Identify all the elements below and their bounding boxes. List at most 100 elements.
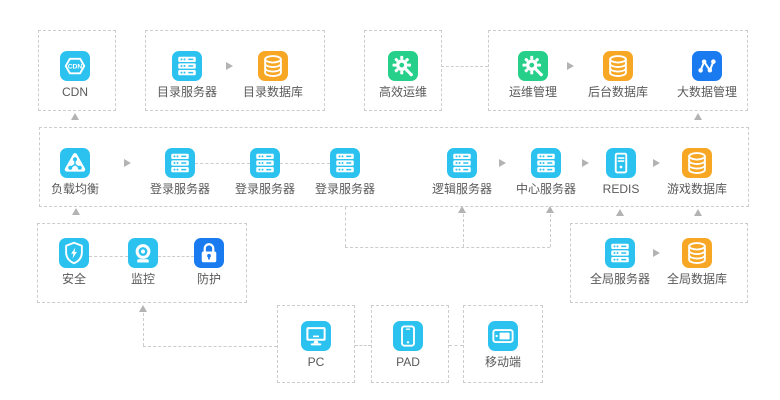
node-label: 运维管理 [508, 85, 557, 99]
connector-pad-mobile [449, 345, 463, 346]
arrow-right-icon [499, 159, 506, 167]
node-label: 高效运维 [378, 85, 427, 99]
node-load-balancer[interactable]: 负载均衡 [30, 148, 120, 196]
arrow-right-icon [653, 159, 660, 167]
node-label: 负载均衡 [50, 182, 99, 196]
node-label: 全局数据库 [666, 272, 727, 286]
gear-wrench-icon [518, 51, 548, 81]
node-directory-db[interactable]: 目录数据库 [228, 51, 318, 99]
arrow-right-icon [567, 62, 574, 70]
node-pad[interactable]: PAD [363, 321, 453, 369]
node-security[interactable]: 安全 [29, 238, 119, 286]
node-monitor[interactable]: 监控 [98, 238, 188, 286]
group-pc [277, 305, 355, 383]
tablet-icon [393, 321, 423, 351]
connector-ops-mgmt [441, 66, 488, 67]
arrow-up-icon [693, 209, 702, 216]
monitor-icon [301, 321, 331, 351]
group-mobile [463, 305, 543, 383]
mobile-icon [488, 321, 518, 351]
arrow-up-icon [457, 206, 466, 213]
node-label: CDN [62, 85, 88, 99]
group-directory [145, 30, 325, 111]
svg-text:CDN: CDN [68, 64, 83, 71]
node-directory-server[interactable]: 目录服务器 [142, 51, 232, 99]
group-server-band [39, 127, 749, 207]
connector-pc-pad [355, 345, 371, 346]
group-security [37, 223, 247, 303]
node-label: 目录服务器 [156, 85, 217, 99]
node-label: 游戏数据库 [666, 182, 727, 196]
load-balancer-icon [60, 148, 90, 178]
connector-login1-login2 [195, 163, 250, 164]
shield-bolt-icon [59, 238, 89, 268]
node-label: 登录服务器 [149, 182, 210, 196]
connector-login2-login3 [280, 163, 330, 164]
node-login-server-1[interactable]: 登录服务器 [135, 148, 225, 196]
node-backend-db[interactable]: 后台数据库 [573, 51, 663, 99]
connector-band-down [345, 207, 346, 247]
arrow-up-icon [615, 209, 624, 216]
connector-up-logic [463, 214, 464, 247]
node-label: 移动端 [484, 355, 521, 369]
gear-wrench-icon [388, 51, 418, 81]
node-login-server-2[interactable]: 登录服务器 [220, 148, 310, 196]
node-game-db[interactable]: 游戏数据库 [652, 148, 742, 196]
database-icon [258, 51, 288, 81]
arrow-up-icon [71, 208, 80, 215]
server-icon [172, 51, 202, 81]
node-bigdata[interactable]: 大数据管理 [662, 51, 752, 99]
database-icon [682, 238, 712, 268]
node-cdn[interactable]: CDN CDN [30, 51, 120, 99]
connector-up-monitor [143, 313, 144, 346]
node-graph-icon [692, 51, 722, 81]
node-label: 监控 [130, 272, 155, 286]
node-protect[interactable]: 防护 [164, 238, 254, 286]
node-label: 大数据管理 [676, 85, 737, 99]
tower-server-icon [606, 148, 636, 178]
node-label: 中心服务器 [515, 182, 576, 196]
lock-icon [194, 238, 224, 268]
connector-security-monitor [89, 256, 128, 257]
group-global [570, 223, 748, 303]
server-icon [165, 148, 195, 178]
database-icon [682, 148, 712, 178]
database-icon [603, 51, 633, 81]
connector-up-center [550, 214, 551, 247]
connector-u-path [345, 247, 550, 248]
node-login-server-3[interactable]: 登录服务器 [300, 148, 390, 196]
server-icon [447, 148, 477, 178]
node-pc[interactable]: PC [271, 321, 361, 369]
node-center-server[interactable]: 中心服务器 [501, 148, 591, 196]
node-mobile[interactable]: 移动端 [458, 321, 548, 369]
node-label: 后台数据库 [587, 85, 648, 99]
node-global-server[interactable]: 全局服务器 [575, 238, 665, 286]
arrow-up-icon [693, 113, 702, 120]
server-icon [531, 148, 561, 178]
arrow-right-icon [124, 159, 131, 167]
node-ops[interactable]: 高效运维 [358, 51, 448, 99]
arrow-right-icon [226, 62, 233, 70]
node-label: 安全 [61, 272, 86, 286]
node-label: 目录数据库 [242, 85, 303, 99]
cdn-icon: CDN [60, 51, 90, 81]
arrow-up-icon [138, 305, 147, 312]
connector-monitor-protect [158, 256, 194, 257]
node-global-db[interactable]: 全局数据库 [652, 238, 742, 286]
node-label: 防护 [196, 272, 221, 286]
node-label: 登录服务器 [234, 182, 295, 196]
node-label: 全局服务器 [589, 272, 650, 286]
node-redis[interactable]: REDIS [576, 148, 666, 196]
connector-devices-security [143, 346, 277, 347]
server-icon [605, 238, 635, 268]
node-label: REDIS [602, 182, 640, 196]
group-ops [364, 30, 442, 111]
node-label: 逻辑服务器 [431, 182, 492, 196]
node-logic-server[interactable]: 逻辑服务器 [417, 148, 507, 196]
group-pad [371, 305, 449, 383]
camera-icon [128, 238, 158, 268]
node-ops-mgmt[interactable]: 运维管理 [488, 51, 578, 99]
group-cdn [38, 30, 116, 111]
node-label: 登录服务器 [314, 182, 375, 196]
server-icon [250, 148, 280, 178]
